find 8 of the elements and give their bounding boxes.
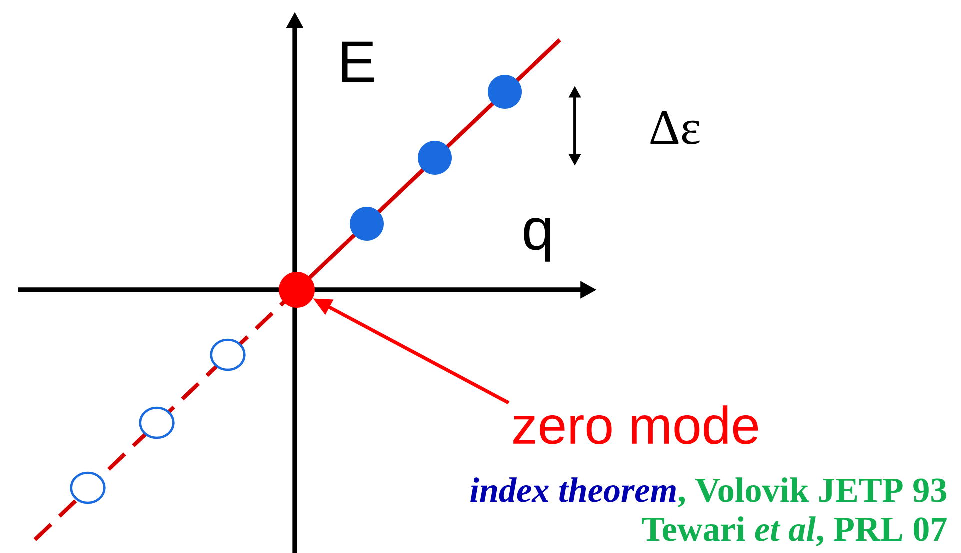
zero-mode-dot — [279, 272, 315, 308]
reference-text: index theorem — [470, 478, 676, 502]
reference-text: , Volovik JETP 93 — [678, 478, 947, 508]
axis-label: E — [342, 42, 374, 82]
reference-text: Tewari et al, PRL 07 — [642, 516, 947, 546]
axis-label: q — [524, 218, 551, 262]
spacing-label: Δε — [650, 112, 700, 144]
node-label: zero mode — [514, 406, 758, 444]
